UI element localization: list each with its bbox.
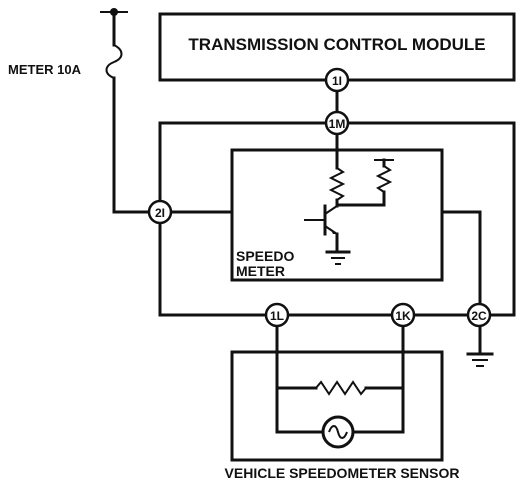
connector-2c: 2C xyxy=(466,302,492,328)
vehicle-speedometer-sensor-box xyxy=(230,350,444,462)
vehicle-speedometer-sensor-label: VEHICLE SPEEDOMETER SENSOR xyxy=(225,465,460,481)
svg-text:2I: 2I xyxy=(155,206,165,220)
connector-1l: 1L xyxy=(264,302,290,328)
svg-text:1M: 1M xyxy=(329,117,346,131)
speedometer-label-line1: SPEEDO xyxy=(236,248,294,264)
transmission-control-module-label: TRANSMISSION CONTROL MODULE xyxy=(188,35,485,54)
resistor-symbol xyxy=(328,167,346,201)
svg-text:2C: 2C xyxy=(471,309,487,323)
pullup-resistor-symbol xyxy=(375,165,393,193)
speedometer-ground-icon xyxy=(325,250,351,265)
connector-1k: 1K xyxy=(390,302,416,328)
svg-text:1L: 1L xyxy=(270,309,284,323)
fuse-meter-10a-symbol xyxy=(105,44,123,79)
connector-2i: 2I xyxy=(147,199,173,225)
svg-text:1I: 1I xyxy=(332,74,342,88)
connector-1i: 1I xyxy=(324,67,350,93)
ac-generator-icon xyxy=(321,415,355,449)
speedometer-label-line2: METER xyxy=(236,263,285,279)
svg-text:1K: 1K xyxy=(395,309,411,323)
ground-2c-icon xyxy=(466,352,494,367)
transistor-symbol xyxy=(304,204,339,252)
connector-1m: 1M xyxy=(324,110,350,136)
sensor-resistor-symbol xyxy=(315,380,367,396)
fuse-label: METER 10A xyxy=(8,62,82,77)
